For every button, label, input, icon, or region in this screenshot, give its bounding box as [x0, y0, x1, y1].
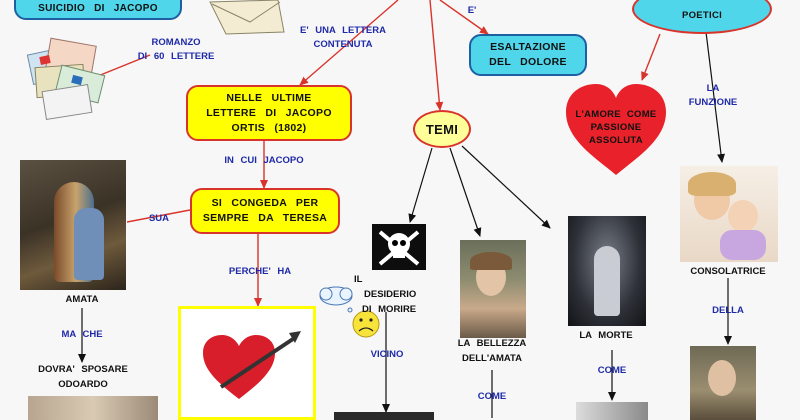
link-e-text: E' [467, 5, 477, 16]
amore-line2: PASSIONE [590, 121, 642, 133]
congeda-line2: SEMPRE DA TERESA [202, 212, 328, 224]
link-in-cui-text: IN CUI JACOPO [224, 155, 304, 166]
pierced-heart-icon [203, 331, 301, 399]
label-dovra-line1: DOVRA' SPOSARE [38, 364, 128, 375]
amore-node: L'AMORE COME PASSIONE ASSOLUTA [566, 102, 666, 152]
link-come-morte: COME [594, 364, 630, 378]
kiss-painting-image [20, 160, 126, 290]
link-ma-che-text: MA CHE [61, 329, 103, 340]
connector-temi-to-desiderio [408, 147, 433, 223]
ultime-lettere-line3: ORTIS (1802) [231, 121, 307, 134]
label-dovra: DOVRA' SPOSARE ODOARDO [26, 362, 140, 392]
link-vicino: VICINO [366, 348, 408, 362]
link-della-text: DELLA [712, 305, 744, 316]
grim-reaper-image [568, 216, 646, 326]
link-ma-che: MA CHE [54, 328, 110, 342]
skull-crossbones-icon [378, 230, 420, 266]
esaltazione-line1: ESALTAZIONE [490, 41, 566, 53]
amore-line3: ASSOLUTA [589, 134, 643, 146]
amore-heart-shape [566, 84, 666, 175]
link-romanzo-line2: DI 60 LETTERE [137, 51, 215, 62]
link-perche: PERCHE' HA [220, 265, 300, 279]
temi-node: TEMI [413, 110, 471, 148]
suicidio-text: SUICIDIO DI JACOPO [38, 2, 158, 14]
label-desiderio-line3: DI MORIRE [362, 304, 417, 315]
label-amata: AMATA [52, 292, 112, 307]
link-come-bellezza: COME [474, 390, 510, 404]
esaltazione-line2: DEL DOLORE [489, 56, 567, 68]
envelope-icon [209, 0, 285, 35]
sad-face-icon [352, 310, 380, 338]
label-amata-text: AMATA [65, 294, 99, 305]
mother-child-image [680, 166, 778, 262]
come-image [576, 402, 648, 420]
link-lettera-line2: CONTENUTA [313, 39, 373, 50]
connector-temi-to-bellezza [449, 147, 482, 237]
thought-bubble-icon [319, 286, 353, 313]
label-morte: LA MORTE [566, 328, 646, 343]
connector-congeda-to-photo [126, 209, 191, 223]
label-consolatrice-text: CONSOLATRICE [690, 266, 766, 277]
link-e: E' [462, 4, 482, 18]
beautiful-woman-image [460, 240, 526, 338]
label-consolatrice: CONSOLATRICE [680, 264, 776, 279]
label-bellezza-line1: LA BELLEZZA [457, 338, 527, 349]
link-lettera-line1: E' UNA LETTERA [300, 25, 386, 36]
congeda-node: SI CONGEDA PER SEMPRE DA TERESA [190, 188, 340, 234]
connector-temi-to-morte [461, 145, 551, 229]
link-della: DELLA [704, 304, 752, 318]
link-come-bellezza-text: COME [477, 391, 507, 402]
connector-poetici-to-amore [641, 33, 661, 81]
link-sua-text: SUA [148, 213, 170, 224]
connector-top-to-ultime [299, 0, 399, 86]
label-morte-text: LA MORTE [579, 330, 633, 341]
link-vicino-text: VICINO [370, 349, 404, 360]
letters-stack-icon [26, 37, 106, 120]
poetici-text: POETICI [681, 9, 723, 21]
label-desiderio-line2: DESIDERIO [364, 289, 417, 300]
suicidio-node: SUICIDIO DI JACOPO [14, 0, 182, 20]
link-la-funzione: LA FUNZIONE [680, 82, 746, 110]
skull-image [372, 224, 426, 270]
ultime-lettere-line1: NELLE ULTIME [226, 91, 312, 104]
link-la-funzione-line1: LA [706, 83, 720, 94]
connector-poetici-to-funzione [705, 31, 725, 163]
label-desiderio: IL DESIDERIO DI MORIRE [346, 272, 446, 317]
link-sua: SUA [144, 212, 174, 226]
vicino-image [334, 412, 434, 420]
woman-flowers-image [690, 346, 756, 420]
link-perche-text: PERCHE' HA [228, 266, 292, 277]
congeda-line1: SI CONGEDA PER [211, 197, 319, 209]
label-desiderio-line1: IL [354, 274, 363, 285]
connector-top-to-esaltazione [439, 0, 489, 35]
temi-text: TEMI [425, 121, 459, 137]
ultime-lettere-node: NELLE ULTIME LETTERE DI JACOPO ORTIS (18… [186, 85, 352, 141]
pierced-heart-image [178, 306, 316, 420]
link-in-cui: IN CUI JACOPO [212, 154, 316, 168]
link-romanzo-line1: ROMANZO [151, 37, 201, 48]
link-come-morte-text: COME [597, 365, 627, 376]
ultime-lettere-line2: LETTERE DI JACOPO [206, 106, 332, 119]
esaltazione-node: ESALTAZIONE DEL DOLORE [469, 34, 587, 76]
connector-top-to-temi [429, 0, 444, 111]
amore-line1: L'AMORE COME [575, 108, 657, 120]
link-lettera: E' UNA LETTERA CONTENUTA [290, 24, 396, 52]
label-bellezza: LA BELLEZZA DELL'AMATA [444, 336, 540, 366]
link-romanzo: ROMANZO DI 60 LETTERE [128, 36, 224, 64]
label-dovra-line2: ODOARDO [58, 379, 108, 390]
link-la-funzione-line2: FUNZIONE [688, 97, 738, 108]
label-bellezza-line2: DELL'AMATA [462, 353, 522, 364]
cuffs-image [28, 396, 158, 420]
